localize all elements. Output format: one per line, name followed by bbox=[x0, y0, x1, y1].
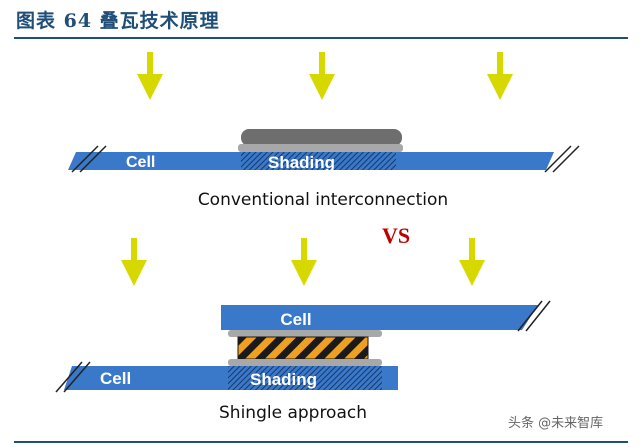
vs-label: VS bbox=[382, 223, 410, 248]
break-mark bbox=[79, 145, 107, 173]
shingle-top-cell-label: Cell bbox=[280, 310, 311, 329]
shading-region bbox=[241, 152, 396, 170]
shading-region bbox=[228, 366, 382, 390]
conventional-cell-label: Cell bbox=[126, 154, 155, 171]
conductive-adhesive bbox=[237, 336, 369, 360]
shingle-caption: Shingle approach bbox=[219, 403, 367, 423]
adhesive-layer bbox=[228, 330, 382, 337]
shingle-top-cell bbox=[221, 305, 538, 330]
shingle-bottom-cell-label: Cell bbox=[100, 369, 131, 388]
conventional-caption: Conventional interconnection bbox=[198, 190, 448, 210]
page-title: 图表 64 叠瓦技术原理 bbox=[16, 10, 220, 32]
break-mark bbox=[525, 300, 551, 332]
light-arrow-icon bbox=[487, 52, 513, 100]
watermark: 头条 @未来智库 bbox=[508, 416, 604, 431]
light-arrow-icon bbox=[309, 52, 335, 100]
light-arrow-icon bbox=[459, 238, 485, 286]
shingle-shading-label: Shading bbox=[250, 370, 317, 389]
title-divider bbox=[14, 37, 628, 39]
break-mark bbox=[71, 145, 99, 173]
light-arrow-icon bbox=[137, 52, 163, 100]
break-mark bbox=[552, 145, 580, 173]
break-mark bbox=[63, 361, 91, 393]
conventional-shading-label: Shading bbox=[268, 153, 335, 172]
adhesive-layer bbox=[228, 359, 382, 366]
solder-layer bbox=[238, 144, 403, 152]
light-arrow-icon bbox=[121, 238, 147, 286]
break-mark bbox=[517, 300, 543, 332]
ribbon-connector bbox=[241, 129, 402, 146]
break-mark bbox=[55, 361, 83, 393]
light-arrow-icon bbox=[291, 238, 317, 286]
bottom-divider bbox=[14, 441, 628, 443]
break-mark bbox=[544, 145, 572, 173]
